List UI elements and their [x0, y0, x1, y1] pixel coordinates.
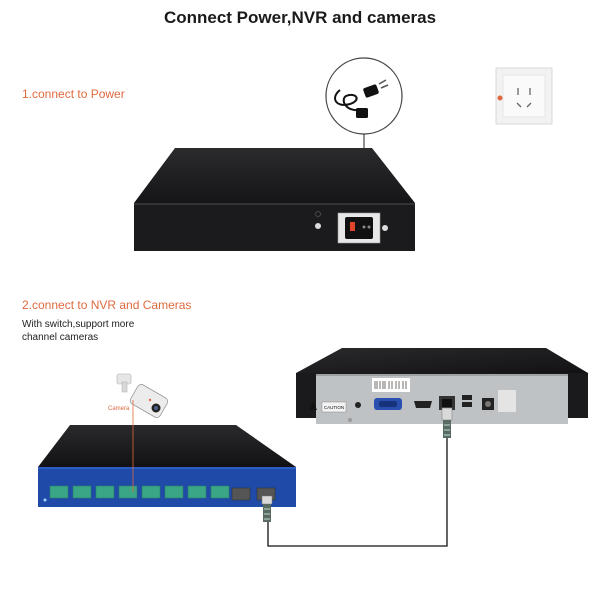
- step2-note-line1: With switch,support more: [22, 319, 135, 330]
- usb-port: [462, 395, 472, 400]
- caution-label: CAUTION: [324, 405, 344, 410]
- audio-port: [355, 402, 361, 408]
- nvr-ethernet-plug: [441, 407, 453, 438]
- camera-icon: [116, 373, 169, 418]
- step2-label: 2.connect to NVR and Cameras: [22, 298, 192, 312]
- wall-socket-icon: [495, 67, 553, 125]
- uplink-port: [231, 487, 251, 501]
- page-title: Connect Power,NVR and cameras: [163, 8, 437, 27]
- power-switch-led: [350, 222, 355, 231]
- power-cord-icon: [325, 57, 403, 135]
- switch-ethernet-plug: [261, 495, 273, 522]
- ethernet-cable: [267, 438, 448, 547]
- screw-icon: [315, 223, 321, 229]
- warning-icon: [309, 402, 317, 410]
- poe-switch-rear: [134, 148, 415, 251]
- step2-note-line2: channel cameras: [22, 332, 99, 343]
- nvr-device: CAUTION: [296, 348, 588, 424]
- usb-port: [462, 402, 472, 407]
- step1-label: 1.connect to Power: [22, 87, 125, 101]
- poe-ports: [49, 485, 230, 499]
- camera-label: Camera: [108, 406, 130, 412]
- screw-icon: [382, 225, 388, 231]
- step2-note: With switch,support more channel cameras: [22, 318, 134, 344]
- poe-switch-front: [38, 425, 296, 507]
- barcode-label: [372, 378, 410, 392]
- hdmi-port: [414, 401, 432, 408]
- power-led: [43, 498, 47, 502]
